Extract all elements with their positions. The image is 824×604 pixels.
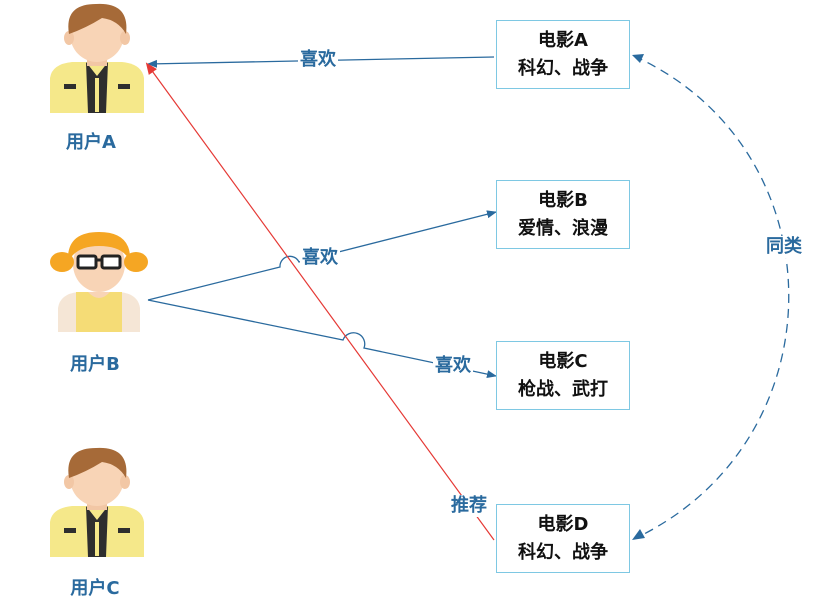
edge-recommend: [145, 62, 495, 541]
movie-b-box: 电影B 爱情、浪漫: [496, 180, 630, 249]
movie-a-title: 电影A: [538, 29, 588, 51]
user-c-avatar-icon: [50, 447, 144, 557]
arrowhead-similar-top: [632, 54, 644, 63]
edge-label-recommend: 推荐: [449, 495, 489, 517]
edge-label-similar: 同类: [764, 236, 804, 258]
movie-a-box: 电影A 科幻、战争: [496, 20, 630, 89]
movie-d-genre: 科幻、战争: [518, 541, 608, 563]
arrowhead-similar-bottom: [632, 529, 645, 540]
edge-label-like-a: 喜欢: [298, 49, 338, 71]
movie-c-genre: 枪战、武打: [518, 378, 608, 400]
user-a-avatar-icon: [50, 3, 144, 113]
edge-label-like-b: 喜欢: [300, 247, 340, 269]
movie-c-box: 电影C 枪战、武打: [496, 341, 630, 410]
movie-c-title: 电影C: [538, 350, 588, 372]
movie-b-title: 电影B: [538, 189, 588, 211]
movie-b-genre: 爱情、浪漫: [518, 217, 608, 239]
movie-d-title: 电影D: [537, 513, 589, 535]
user-b-label: 用户B: [70, 354, 120, 375]
user-c-label: 用户C: [70, 578, 120, 599]
movie-d-box: 电影D 科幻、战争: [496, 504, 630, 573]
user-a-label: 用户A: [66, 132, 116, 153]
edge-label-like-c: 喜欢: [433, 355, 473, 377]
edge-similar: [633, 55, 790, 539]
movie-a-genre: 科幻、战争: [518, 57, 608, 79]
edge-like-c: [147, 299, 497, 379]
user-b-avatar-icon: [50, 232, 148, 332]
